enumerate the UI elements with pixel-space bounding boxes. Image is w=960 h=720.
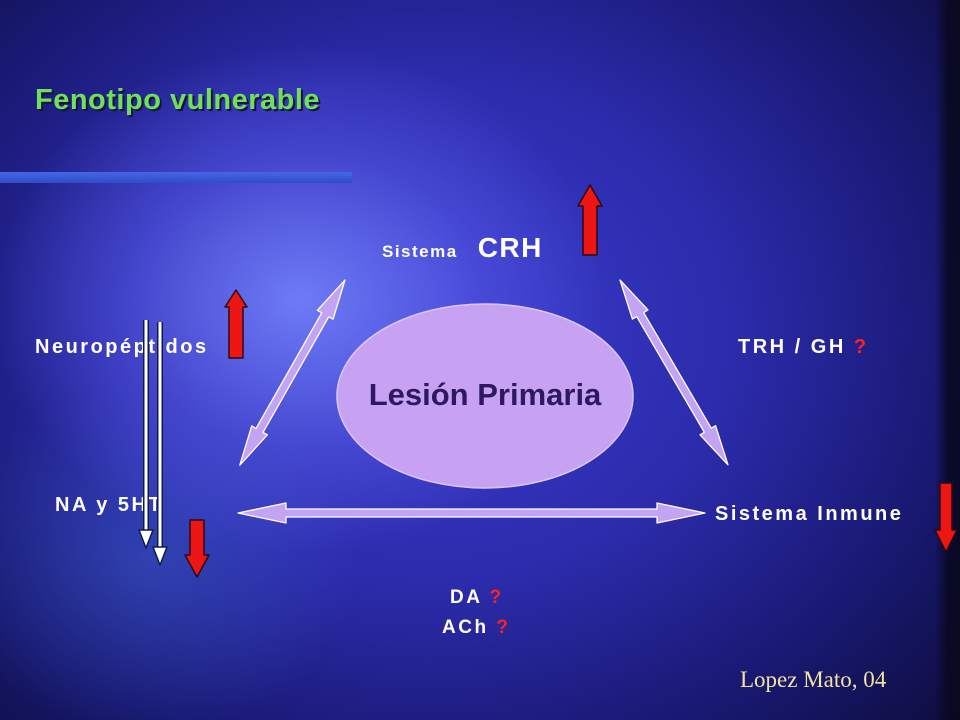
inmune-down-arrow-icon: [934, 482, 958, 553]
trh-gh-text: TRH / GH: [738, 336, 846, 358]
da-label: DA ?: [450, 588, 504, 607]
trh-gh-question-mark: ?: [853, 336, 869, 358]
da-question-mark: ?: [489, 587, 504, 608]
pathway-down-arrow-2-icon: [152, 322, 168, 566]
neuropeptidos-label: Neuropéptidos: [35, 336, 209, 358]
slide-title: Fenotipo vulnerable: [35, 84, 321, 116]
credit-text: Lopez Mato, 04: [740, 667, 887, 692]
sistema-inmune-label: Sistema Inmune: [715, 503, 904, 525]
crh-up-arrow-icon: [577, 184, 603, 256]
crh-label: Sistema CRH: [382, 234, 543, 262]
ach-label: ACh ?: [442, 618, 510, 637]
ach-text: ACh: [442, 617, 489, 638]
crh-main: CRH: [477, 232, 543, 263]
trh-gh-label: TRH / GH ?: [738, 337, 869, 357]
neuropeptidos-up-arrow-icon: [224, 289, 248, 359]
connector-bottom-double-arrow-icon: [237, 502, 706, 524]
title-underline-bar: [0, 172, 352, 183]
connector-left-double-arrow-icon: [239, 279, 346, 466]
central-ellipse: [336, 303, 634, 489]
ach-question-mark: ?: [496, 617, 511, 638]
crh-prefix: Sistema: [382, 242, 458, 261]
na-5ht-label: NA y 5HT: [55, 494, 164, 516]
center-label: Lesión Primaria: [368, 377, 602, 412]
da-text: DA: [450, 587, 482, 608]
pathway-down-arrow-1-icon: [138, 320, 154, 549]
na-5ht-down-arrow-icon: [184, 519, 210, 578]
connector-right-double-arrow-icon: [619, 279, 729, 466]
